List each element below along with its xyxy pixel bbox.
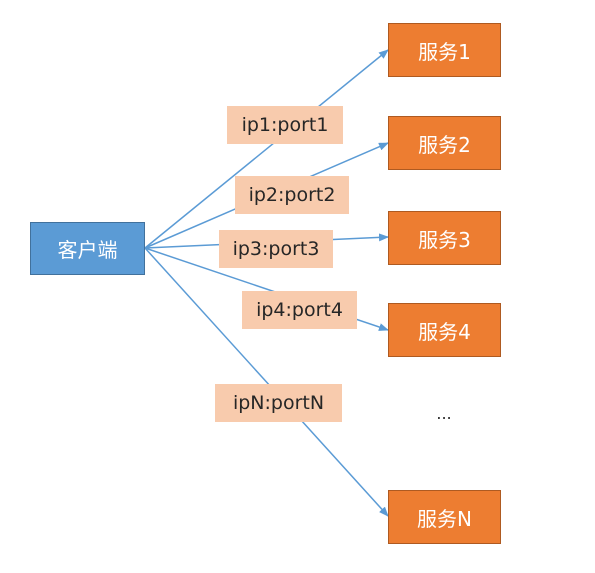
service-label-1: 服务1 xyxy=(418,39,471,64)
service-label-n: 服务N xyxy=(417,506,472,531)
edge-to-service-1 xyxy=(144,49,389,249)
client-label: 客户端 xyxy=(57,238,118,262)
connection-label-3-text: ip3:port3 xyxy=(232,238,320,260)
connection-label-n-text: ipN:portN xyxy=(232,392,325,414)
connection-label-4: ip4:port4 xyxy=(242,291,357,329)
service-node-1: 服务1 xyxy=(388,23,501,77)
service-label-2: 服务2 xyxy=(418,132,471,157)
connection-label-4-text: ip4:port4 xyxy=(256,299,343,321)
connection-label-1: ip1:port1 xyxy=(227,106,343,144)
connection-label-n: ipN:portN xyxy=(215,384,342,422)
connection-label-2-text: ip2:port2 xyxy=(248,184,336,206)
service-node-4: 服务4 xyxy=(388,303,501,357)
connection-label-1-text: ip1:port1 xyxy=(241,114,329,136)
service-node-2: 服务2 xyxy=(388,116,501,170)
more-services-ellipsis: ... xyxy=(436,404,452,423)
edge-to-service-n xyxy=(144,247,389,517)
connection-label-3: ip3:port3 xyxy=(219,230,333,268)
client-node: 客户端 xyxy=(30,222,145,275)
service-node-3: 服务3 xyxy=(388,211,501,265)
service-label-3: 服务3 xyxy=(418,227,471,252)
service-label-4: 服务4 xyxy=(418,319,471,344)
service-node-n: 服务N xyxy=(388,490,501,544)
connection-label-2: ip2:port2 xyxy=(235,176,349,214)
